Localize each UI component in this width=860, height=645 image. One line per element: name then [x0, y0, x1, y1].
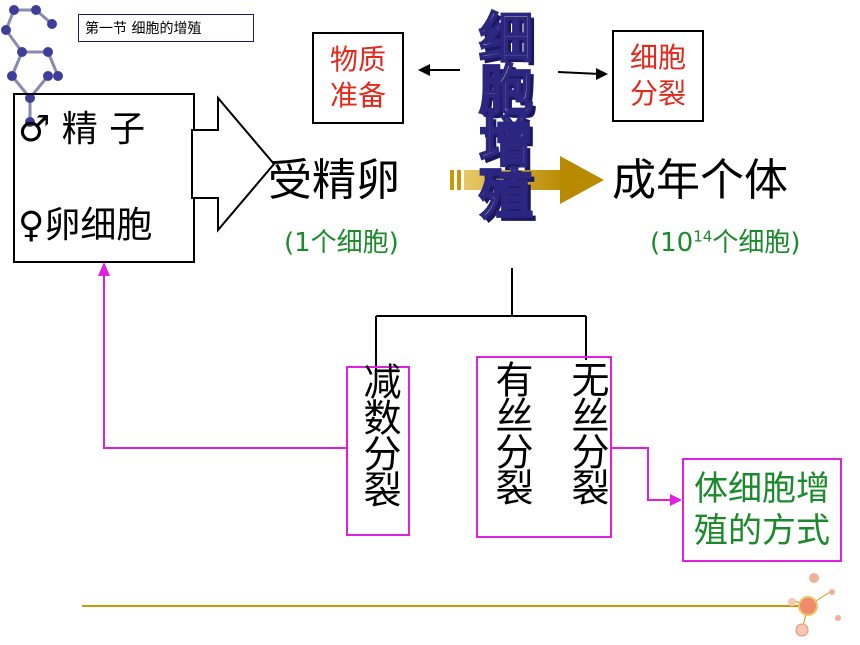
somatic-mode-box: 体细胞增 殖的方式	[682, 458, 842, 562]
material-prep-box: 物质 准备	[312, 32, 404, 124]
mitosis-label: 有丝分裂	[489, 360, 533, 504]
cell-proliferation-wordart: 细 胞 增 殖	[456, 6, 556, 226]
wordart-char: 增	[478, 110, 534, 174]
cell-division-line: 细胞	[629, 41, 686, 74]
adult-count-exponent: 14	[693, 227, 713, 246]
wordart-char: 细	[478, 6, 534, 70]
adult-count-suffix: 个细胞)	[712, 228, 801, 258]
fertilized-egg-count: (1个细胞)	[284, 228, 399, 258]
fertilization-arrow	[191, 95, 276, 233]
mitosis-box	[476, 356, 612, 538]
adult-count-prefix: (10	[650, 228, 694, 258]
adult-label: 成年个体	[612, 155, 788, 206]
cell-division-box: 细胞 分裂	[612, 30, 704, 122]
material-prep-line: 准备	[329, 79, 386, 112]
somatic-mode-line: 殖的方式	[694, 511, 830, 551]
meiosis-box	[346, 366, 410, 536]
molecule-decoration	[1, 5, 63, 127]
orb-decoration	[788, 573, 841, 637]
cell-division-line: 分裂	[629, 77, 686, 110]
page-title: 第一节 细胞的增殖	[78, 14, 254, 42]
growth-arrow	[450, 156, 604, 204]
wordart-char: 殖	[478, 162, 534, 226]
egg-label: ♀卵细胞	[18, 205, 153, 246]
amitosis-label: 无丝分裂	[565, 360, 609, 504]
somatic-mode-line: 体细胞增	[694, 469, 830, 509]
sperm-label: ♂ 精 子	[18, 109, 146, 150]
material-prep-line: 物质	[329, 43, 386, 76]
fertilized-egg-label: 受精卵	[268, 155, 400, 206]
adult-count: (1014个细胞)	[650, 222, 800, 259]
meiosis-label: 减数分裂	[357, 362, 401, 506]
wordart-char: 胞	[478, 58, 534, 122]
